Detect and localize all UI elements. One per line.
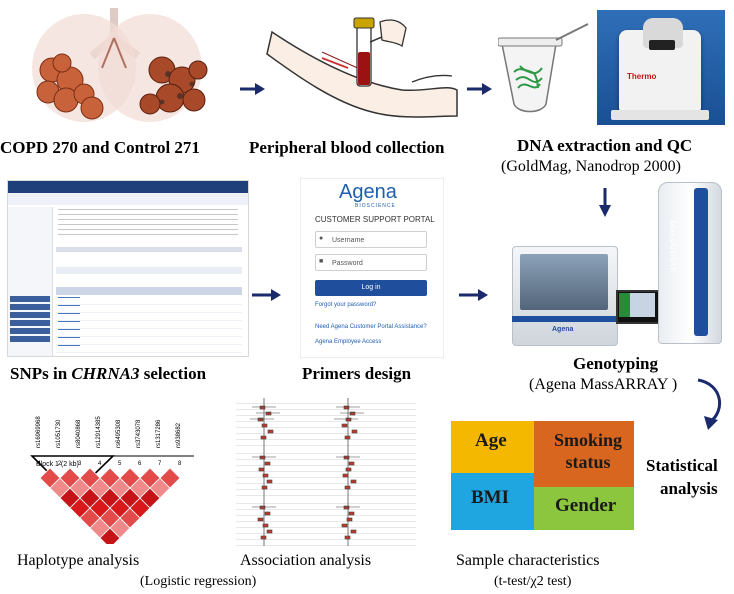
user-icon: ● [319, 235, 324, 242]
login-button[interactable]: Log in [315, 280, 427, 296]
haploview-index-number: 6 [138, 461, 142, 467]
haploview-snp-label: rs1051730 [56, 419, 62, 448]
agena-device-label: Agena [552, 326, 574, 333]
snps-caption: SNPs in CHRNA3 selection [10, 364, 206, 384]
dna-caption: DNA extraction and QC [517, 136, 693, 155]
haploview-ld-cells [39, 467, 181, 544]
forgot-password-link[interactable]: Forgot your password? [315, 302, 377, 308]
haploview-snp-label: rs938682 [176, 422, 182, 448]
haploview-index-number: 8 [178, 461, 182, 467]
arrow-right-icon [252, 289, 281, 301]
db-logo-bar [8, 193, 248, 205]
agena-brand: Agena [339, 181, 397, 203]
association-caption: Association analysis [240, 552, 372, 569]
username-field[interactable]: Username [315, 231, 427, 248]
genotyping-subcaption: (Agena MassARRAY ) [529, 376, 678, 393]
db-content-lines [58, 209, 238, 239]
haploview-snp-label: rs6495308 [116, 419, 122, 448]
haploview-index-number: 7 [158, 461, 162, 467]
db-sidebar-buttons [10, 296, 50, 344]
haploview-snp-label: rs12914385 [96, 416, 102, 448]
haploview-snp-label: rs8040868 [76, 419, 82, 448]
arrow-right-icon [240, 83, 265, 95]
db-table-rows [56, 297, 242, 353]
genotyping-caption: Genotyping [573, 354, 659, 373]
haplotype-caption: Haplotype analysis [17, 552, 140, 569]
lock-icon: ■ [319, 258, 324, 265]
agena-brand-sub: BIOSCIENCE [355, 203, 396, 209]
lungs-illustration [32, 8, 208, 122]
haploview-index-number: 5 [118, 461, 122, 467]
haploview-snp-label: rs16969968 [36, 416, 42, 448]
arrow-right-icon [459, 289, 488, 301]
snps-caption-gene: CHRNA3 [71, 364, 140, 383]
dna-subcaption: (GoldMag, Nanodrop 2000) [501, 158, 681, 175]
snp-database-screenshot [7, 180, 249, 357]
agena-portal-screenshot: Agena BIOSCIENCE CUSTOMER SUPPORT PORTAL… [300, 178, 444, 358]
db-link-column [58, 297, 80, 353]
monitor-screen [619, 293, 655, 317]
password-field[interactable]: Password [315, 254, 427, 271]
massarray-photo: Agena MassARRAY [508, 180, 734, 350]
sample-characteristics-subcaption: (t-test/χ2 test) [494, 574, 572, 589]
gender-label: Gender [555, 495, 617, 516]
statistical-analysis-line1: Statistical [646, 456, 718, 475]
db-header-bar [8, 181, 248, 193]
arrow-right-icon [467, 83, 492, 95]
curved-arrow-icon [697, 378, 721, 430]
haploview-snp-labels: rs16969968 rs1051730 rs8040868 rs12914385 rs… [36, 416, 182, 448]
haploview-ld-cell [159, 467, 181, 489]
gender-cell [534, 487, 634, 530]
association-forest-plots [236, 398, 416, 546]
blood-caption: Peripheral blood collection [249, 138, 445, 157]
haploview-index-number: 2 [58, 461, 62, 467]
nanodrop-pedestal [649, 40, 675, 50]
bmi-cell [451, 473, 534, 530]
dna-tube-illustration [498, 23, 589, 113]
smoking-cell [534, 421, 634, 487]
association-subcaption: (Logistic regression) [140, 574, 257, 589]
liquid-handler-stripe [512, 316, 618, 322]
massarray-label: MassARRAY [668, 220, 678, 272]
haploview-snp-label: rs1317286 [156, 419, 162, 448]
primers-caption: Primers design [302, 364, 412, 383]
haploview-snp-label: rs3743078 [136, 419, 142, 448]
portal-heading: CUSTOMER SUPPORT PORTAL [315, 215, 435, 224]
snps-caption-prefix: SNPs in [10, 364, 72, 383]
arrow-down-icon [599, 188, 611, 217]
haploview-block-label: Block 1 (2 kb) [36, 461, 79, 468]
smoking-label: Smoking status [553, 430, 623, 472]
db-filter-bar [56, 267, 242, 274]
sample-characteristics-caption: Sample characteristics [456, 552, 600, 569]
massarray-tower [658, 182, 722, 344]
cohort-caption: COPD 270 and Control 271 [0, 138, 200, 157]
statistical-analysis-line2: analysis [660, 479, 718, 498]
snps-caption-suffix: selection [139, 364, 207, 383]
haploview-index-number: 3 [78, 461, 82, 467]
nanodrop-photo: Thermo [597, 10, 725, 125]
db-section-bar [56, 247, 242, 252]
liquid-handler-window [520, 254, 608, 310]
age-label: Age [475, 430, 507, 451]
thermo-logo: Thermo [627, 72, 657, 81]
forest-plot-marks [250, 398, 364, 546]
portal-assistance-link[interactable]: Need Agena Customer Portal Assistance? [315, 324, 427, 330]
employee-access-link[interactable]: Agena Employee Access [315, 339, 382, 345]
haploview-index-number: 4 [98, 461, 102, 467]
bmi-label: BMI [471, 487, 509, 508]
sample-characteristics-grid: Age Smoking status BMI Gender [451, 421, 634, 530]
age-cell [451, 421, 534, 473]
haploview-ld-plot: rs16969968 rs1051730 rs8040868 rs12914385 rs… [30, 416, 194, 544]
massarray-stripe [694, 188, 708, 336]
nanodrop-base [611, 110, 709, 120]
blood-draw-illustration [266, 17, 458, 118]
db-table-header [56, 287, 242, 295]
